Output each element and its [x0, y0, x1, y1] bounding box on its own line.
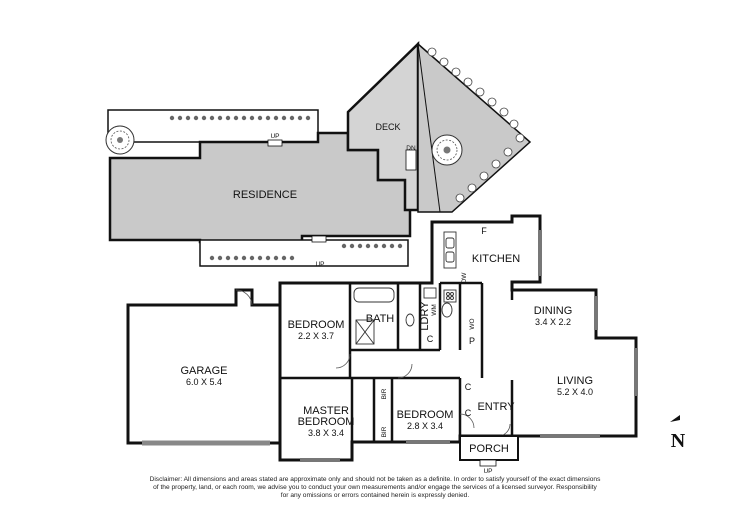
- cupboard-label-1: C: [465, 382, 472, 392]
- cupboard-label-3: C: [427, 334, 434, 344]
- north-arrow-icon: N: [666, 412, 690, 453]
- porch-up-label: UP: [483, 468, 492, 475]
- windows: [300, 230, 638, 462]
- porch-label: PORCH: [469, 443, 509, 455]
- porch-step: [479, 459, 497, 467]
- bedroom-mid-size: 2.8 X 3.4: [407, 421, 443, 431]
- disclaimer: Disclaimer: All dimensions and areas sta…: [120, 476, 630, 500]
- master-bedroom-label-2: BEDROOM: [298, 416, 355, 428]
- bedroom-mid-label: BEDROOM: [397, 409, 454, 421]
- deck-label: DECK: [375, 122, 400, 132]
- bath-label: BATH: [366, 313, 395, 325]
- pantry-label: P: [469, 336, 475, 346]
- master-bedroom-label-1: MASTER: [303, 405, 349, 417]
- living-label: LIVING: [557, 375, 593, 387]
- residence-up-label-top: UP: [270, 133, 279, 140]
- bir-label-1: BIR: [381, 388, 388, 399]
- wm-label: WM: [431, 304, 438, 316]
- ldry-label: LDRY: [419, 301, 431, 331]
- garage-size: 6.0 X 5.4: [186, 377, 222, 387]
- bath-fixtures: [353, 287, 453, 345]
- disclaimer-line-2: of the property, land, or each room, we …: [153, 484, 597, 491]
- bottom-garden-strip: [199, 239, 409, 267]
- deck-garden: [417, 42, 532, 213]
- cupboard-label-2: C: [465, 408, 472, 418]
- deck-shrub-row: [427, 47, 525, 203]
- master-bedroom-size: 3.8 X 3.4: [308, 428, 344, 438]
- kitchen-label: KITCHEN: [472, 253, 520, 265]
- fridge-label: F: [481, 226, 487, 236]
- residence-label: RESIDENCE: [233, 189, 297, 201]
- wo-label: WO: [469, 318, 476, 329]
- north-arrow-triangle-icon: [670, 415, 680, 422]
- deck-divider: [417, 43, 441, 213]
- porch: [459, 435, 519, 461]
- top-garden-strip: [107, 109, 319, 143]
- tree-icon: [105, 125, 135, 155]
- bedroom-left-label: BEDROOM: [288, 319, 345, 331]
- disclaimer-line-1: Disclaimer: All dimensions and areas sta…: [149, 476, 601, 483]
- bottom-shrub-row: [209, 243, 403, 261]
- residence-up-label-bottom: UP: [315, 261, 324, 268]
- north-letter: N: [670, 430, 686, 452]
- entry-label: ENTRY: [477, 401, 515, 413]
- deck-dn-label: DN: [406, 145, 416, 152]
- living-size: 5.2 X 4.0: [557, 387, 593, 397]
- residence-steps: [267, 139, 417, 243]
- disclaimer-line-3: for any omissions or errors contained he…: [280, 492, 470, 499]
- dining-label: DINING: [534, 305, 573, 317]
- bir-label-2: BIR: [381, 426, 388, 437]
- dining-size: 3.4 X 2.2: [535, 317, 571, 327]
- top-shrub-row: [169, 115, 311, 121]
- bedroom-left-size: 2.2 X 3.7: [298, 331, 334, 341]
- deck-tree-icon: [431, 134, 463, 166]
- interior-walls: [280, 281, 518, 442]
- kitchen-fixtures: [443, 231, 457, 303]
- dishwasher-label: DW: [461, 272, 468, 284]
- garage-label: GARAGE: [180, 365, 227, 377]
- garage-door-swing: [235, 289, 253, 306]
